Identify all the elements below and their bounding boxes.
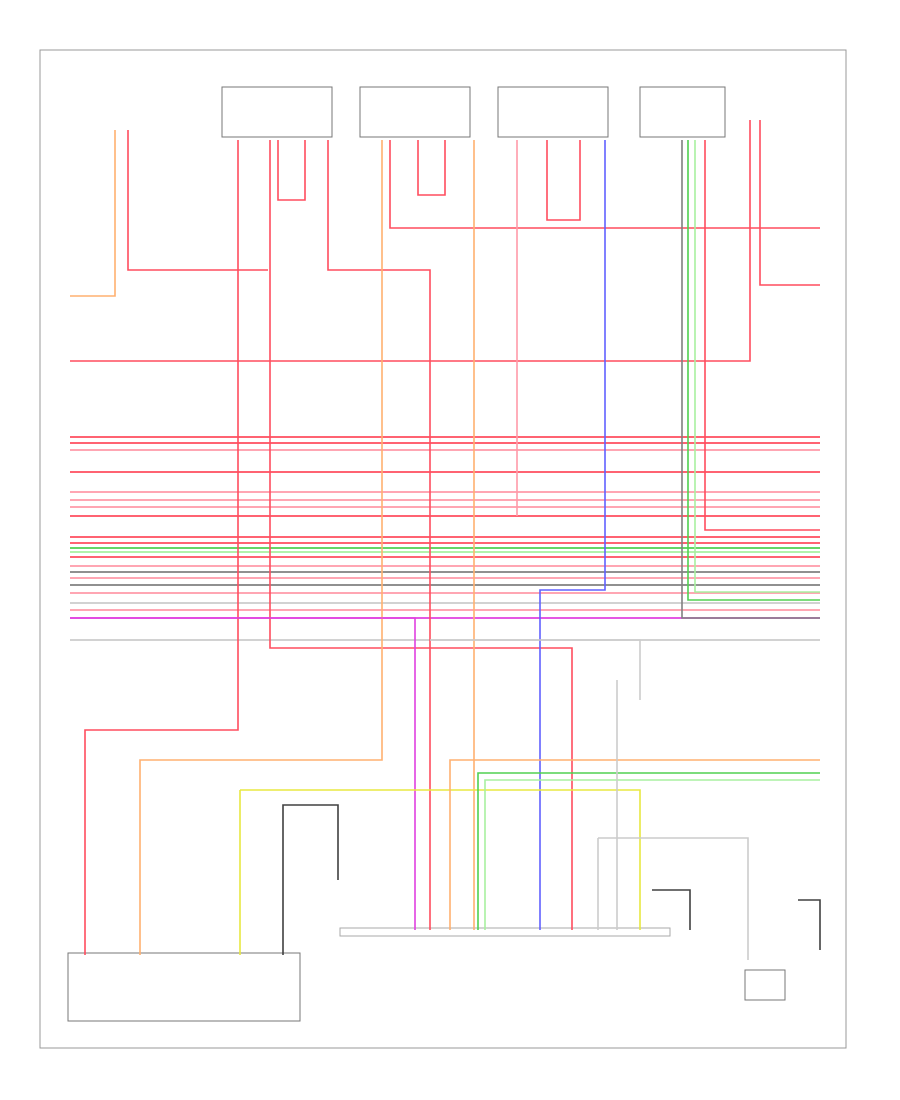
wire-light_green-40 — [694, 140, 820, 593]
wires-group — [70, 120, 821, 960]
connector-pin-strip — [339, 927, 671, 937]
component-box-1 — [221, 86, 333, 138]
component-box-3 — [497, 86, 609, 138]
wire-light_gray-50 — [598, 837, 749, 960]
wire-magenta-42 — [70, 617, 416, 930]
component-box-bottom-right — [744, 969, 786, 1001]
wire-dark-46 — [282, 804, 339, 955]
wire-yellow-44 — [240, 789, 641, 930]
wire-red-27 — [84, 140, 239, 955]
wire-light_gray-43 — [430, 639, 641, 700]
diagram-border — [39, 49, 847, 1049]
wire-red-29 — [277, 140, 306, 201]
wire-orange-47 — [449, 759, 820, 930]
wire-dark-53 — [652, 889, 691, 930]
wire-green-39 — [687, 140, 820, 601]
wire-green-48 — [477, 772, 820, 930]
component-box-4 — [639, 86, 726, 138]
wire-red-28 — [269, 140, 573, 930]
wire-red-25 — [70, 120, 751, 362]
wire-red-41 — [704, 140, 820, 531]
component-box-bottom-left — [67, 952, 301, 1022]
wire-red-32 — [389, 140, 820, 229]
wire-red-36 — [546, 140, 581, 221]
wire-red-26 — [759, 120, 820, 286]
wire-red-30 — [327, 140, 431, 930]
wire-orange-31 — [139, 140, 383, 955]
wire-orange-23 — [70, 130, 116, 297]
wire-light_green-49 — [484, 779, 820, 930]
wire-gray-38 — [681, 140, 820, 619]
wire-dark-54 — [798, 899, 821, 950]
wire-red-24 — [127, 130, 268, 271]
component-box-2 — [359, 86, 471, 138]
wire-red-33 — [417, 140, 446, 196]
